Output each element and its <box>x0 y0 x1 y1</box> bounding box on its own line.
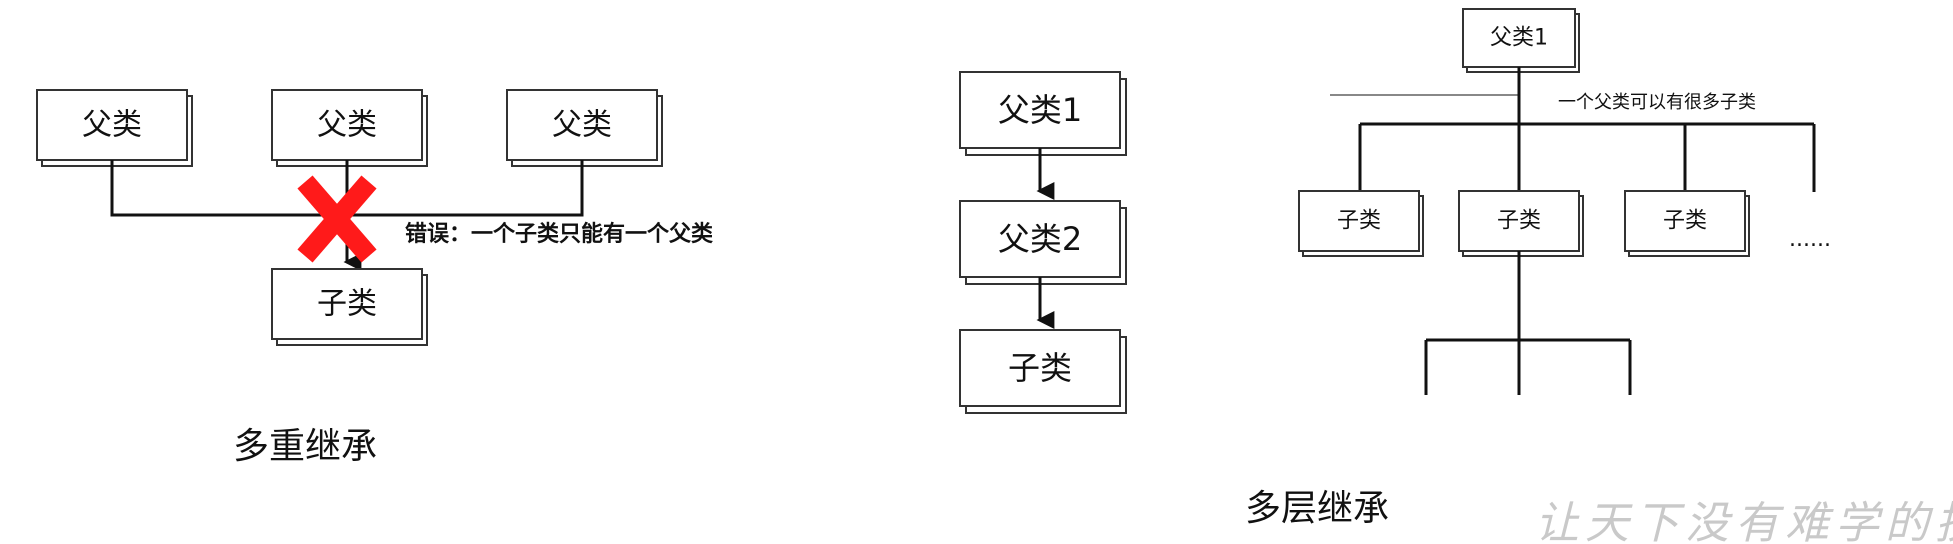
hier-child-box-1-label: 子类 <box>1337 209 1381 234</box>
error-note: 错误：一个子类只能有一个父类 <box>405 221 714 247</box>
parent-box-3-label: 父类 <box>552 108 612 143</box>
root-box: 父类1 <box>1462 8 1580 73</box>
child-box: 子类 <box>271 268 428 346</box>
hierarchy-note: 一个父类可以有很多子类 <box>1558 92 1756 113</box>
hier-child-box-1: 子类 <box>1298 190 1424 257</box>
hier-child-box-3: 子类 <box>1624 190 1750 257</box>
watermark-text: 让天下没有难学的技术 <box>1535 498 1953 544</box>
parent-box-1-label: 父类 <box>82 108 142 143</box>
parent-box-3: 父类 <box>506 89 663 167</box>
level-box-1-label: 父类1 <box>998 91 1082 129</box>
multiple-inheritance-group: 父类 父类 父类 子类 错误：一个子类只能有一个父类 多重继承 <box>36 89 714 467</box>
parent-box-2: 父类 <box>271 89 428 167</box>
hier-child-box-2: 子类 <box>1458 190 1584 257</box>
level-box-1: 父类1 <box>959 71 1127 156</box>
multilevel-inheritance-caption: 多层继承 <box>1245 488 1389 529</box>
level-box-3: 子类 <box>959 329 1127 414</box>
parent-box-2-label: 父类 <box>317 108 377 143</box>
more-children-ellipsis: ...... <box>1789 227 1831 252</box>
level-box-3-label: 子类 <box>1008 349 1072 387</box>
child-box-label: 子类 <box>317 287 377 322</box>
multilevel-inheritance-group: 父类1 父类2 子类 多层继承 <box>959 71 1389 529</box>
level-box-2: 父类2 <box>959 200 1127 285</box>
error-cross-icon <box>297 175 377 263</box>
multiple-inheritance-caption: 多重继承 <box>233 426 377 467</box>
hier-child-box-2-label: 子类 <box>1497 209 1541 234</box>
level-box-2-label: 父类2 <box>998 220 1082 258</box>
hierarchical-inheritance-group: 父类1 一个父类可以有很多子类 子类 子类 子类 ...... <box>1298 8 1831 395</box>
parent-box-1: 父类 <box>36 89 193 167</box>
root-box-label: 父类1 <box>1490 26 1548 51</box>
hier-child-box-3-label: 子类 <box>1663 209 1707 234</box>
